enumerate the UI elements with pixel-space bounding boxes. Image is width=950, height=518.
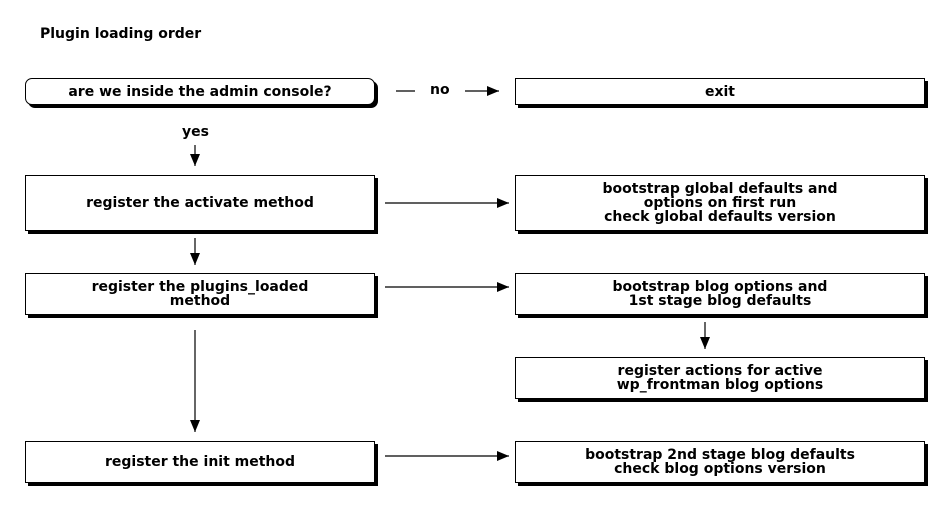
- node-register-init: register the init method: [25, 441, 375, 483]
- node-register-activate-label: register the activate method: [86, 195, 314, 211]
- edge-label-no: no: [430, 82, 450, 98]
- node-register-actions: register actions for active wp_frontman …: [515, 357, 925, 399]
- node-stage2-defaults: bootstrap 2nd stage blog defaults check …: [515, 441, 925, 483]
- node-register-activate: register the activate method: [25, 175, 375, 231]
- node-exit: exit: [515, 78, 925, 105]
- node-register-init-label: register the init method: [104, 454, 296, 470]
- node-exit-label: exit: [704, 83, 736, 100]
- node-admin-check-label: are we inside the admin console?: [68, 83, 332, 100]
- node-global-defaults-label: bootstrap global defaults and options on…: [602, 181, 838, 225]
- node-register-plugins-loaded-label: register the plugins_loaded method: [91, 279, 309, 309]
- node-global-defaults: bootstrap global defaults and options on…: [515, 175, 925, 231]
- node-admin-check: are we inside the admin console?: [25, 78, 375, 105]
- node-stage2-defaults-label: bootstrap 2nd stage blog defaults check …: [585, 447, 855, 477]
- diagram-title: Plugin loading order: [40, 26, 202, 42]
- node-blog-options-label: bootstrap blog options and 1st stage blo…: [612, 279, 828, 309]
- node-register-actions-label: register actions for active wp_frontman …: [616, 363, 824, 393]
- node-blog-options: bootstrap blog options and 1st stage blo…: [515, 273, 925, 315]
- edge-label-yes: yes: [182, 124, 209, 140]
- node-register-plugins-loaded: register the plugins_loaded method: [25, 273, 375, 315]
